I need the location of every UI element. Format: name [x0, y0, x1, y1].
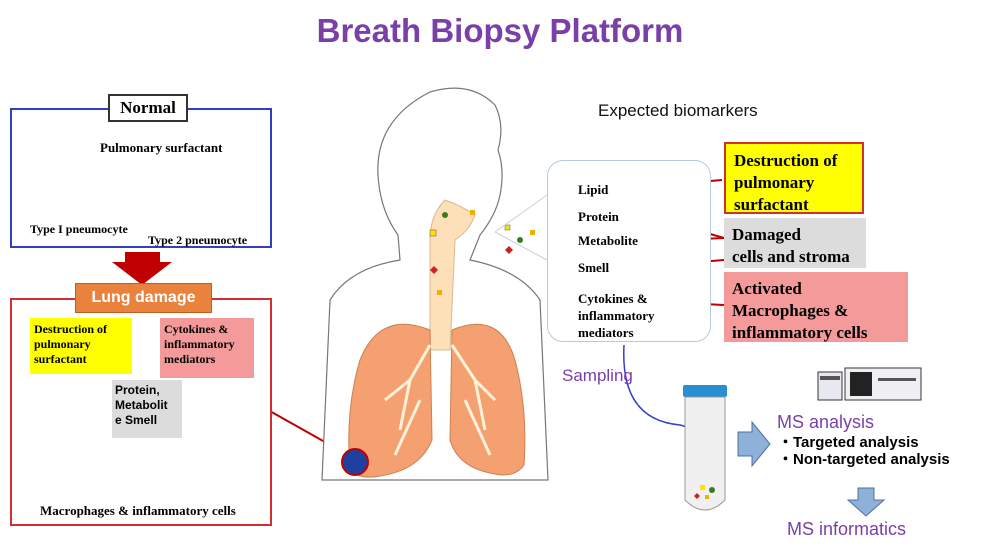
- exhaled-particles: [429, 210, 535, 295]
- destruction-line2: pulmonary: [34, 337, 91, 351]
- down-arrow: [112, 252, 172, 285]
- activated-macrophages-box: Activated Macrophages & inflammatory cel…: [724, 272, 908, 342]
- biomarker-cytokines: Cytokines & inflammatory mediators: [578, 290, 655, 341]
- pulmonary-surfactant-label: Pulmonary surfactant: [100, 140, 223, 155]
- rb-activated-line1: Activated: [732, 279, 802, 298]
- biomarker-metabolite: Metabolite: [578, 233, 638, 248]
- biomarker-cytokines-line2: inflammatory: [578, 308, 655, 323]
- ms-informatics-label: MS informatics: [787, 519, 907, 539]
- protein-line2: Metabolit: [115, 398, 168, 412]
- biomarker-cytokines-line1: Cytokines &: [578, 291, 648, 306]
- cytokines-line2: inflammatory: [164, 337, 235, 351]
- rb-destruction-line1: Destruction of: [734, 151, 838, 170]
- sampling-label: Sampling: [562, 366, 633, 385]
- type1-label: Type I pneumocyte: [30, 222, 128, 236]
- cytokines-line1: Cytokines &: [164, 322, 229, 336]
- biomarker-smell: Smell: [578, 260, 610, 275]
- normal-label: Normal: [108, 94, 188, 122]
- rb-destruction-line3: surfactant: [734, 195, 809, 214]
- rb-damaged-line1: Damaged: [732, 225, 801, 244]
- destruction-line3: surfactant: [34, 352, 87, 366]
- ms-targeted: ・Targeted analysis: [778, 434, 919, 451]
- rb-destruction-line2: pulmonary: [734, 173, 815, 192]
- ms-right-arrow: [737, 420, 771, 468]
- ms-instrument: [817, 367, 922, 401]
- destruction-box: Destruction of pulmonary surfactant: [724, 142, 864, 214]
- cytokines-box-small: Cytokines & inflammatory mediators: [160, 318, 254, 378]
- protein-box-small: Protein, Metabolit e Smell: [112, 380, 182, 438]
- protein-line1: Protein,: [115, 383, 160, 397]
- destruction-line1: Destruction of: [34, 322, 107, 336]
- ms-down-arrow: [846, 487, 886, 517]
- ms-analysis-label: MS analysis: [777, 412, 875, 432]
- cytokines-line3: mediators: [164, 352, 216, 366]
- lungs: [348, 323, 526, 478]
- page-title: Breath Biopsy Platform: [316, 12, 684, 49]
- macrophages-label: Macrophages & inflammatory cells: [40, 503, 236, 518]
- rb-damaged-line2: cells and stroma: [732, 247, 850, 266]
- normal-panel: [10, 108, 272, 248]
- biomarker-lipid: Lipid: [578, 182, 609, 197]
- biomarker-protein: Protein: [578, 209, 619, 224]
- destruction-box-small: Destruction of pulmonary surfactant: [30, 318, 132, 374]
- type2-label: Type 2 pneumocyte: [148, 233, 248, 247]
- rb-activated-line3: inflammatory cells: [732, 323, 868, 342]
- ms-nontargeted: ・Non-targeted analysis: [778, 451, 950, 468]
- lung-damage-label: Lung damage: [75, 283, 212, 313]
- biomarker-cytokines-line3: mediators: [578, 325, 634, 340]
- ms-analysis-list: ・Targeted analysis ・Non-targeted analysi…: [778, 434, 950, 468]
- biomarkers-heading: Expected biomarkers: [598, 101, 758, 120]
- lesion: [341, 448, 369, 476]
- rb-activated-line2: Macrophages &: [732, 301, 849, 320]
- sample-tube: [683, 385, 727, 511]
- protein-line3: e Smell: [115, 413, 158, 427]
- biomarkers-box: [547, 160, 711, 342]
- airway: [429, 199, 476, 351]
- damaged-cells-box: Damaged cells and stroma: [724, 218, 866, 268]
